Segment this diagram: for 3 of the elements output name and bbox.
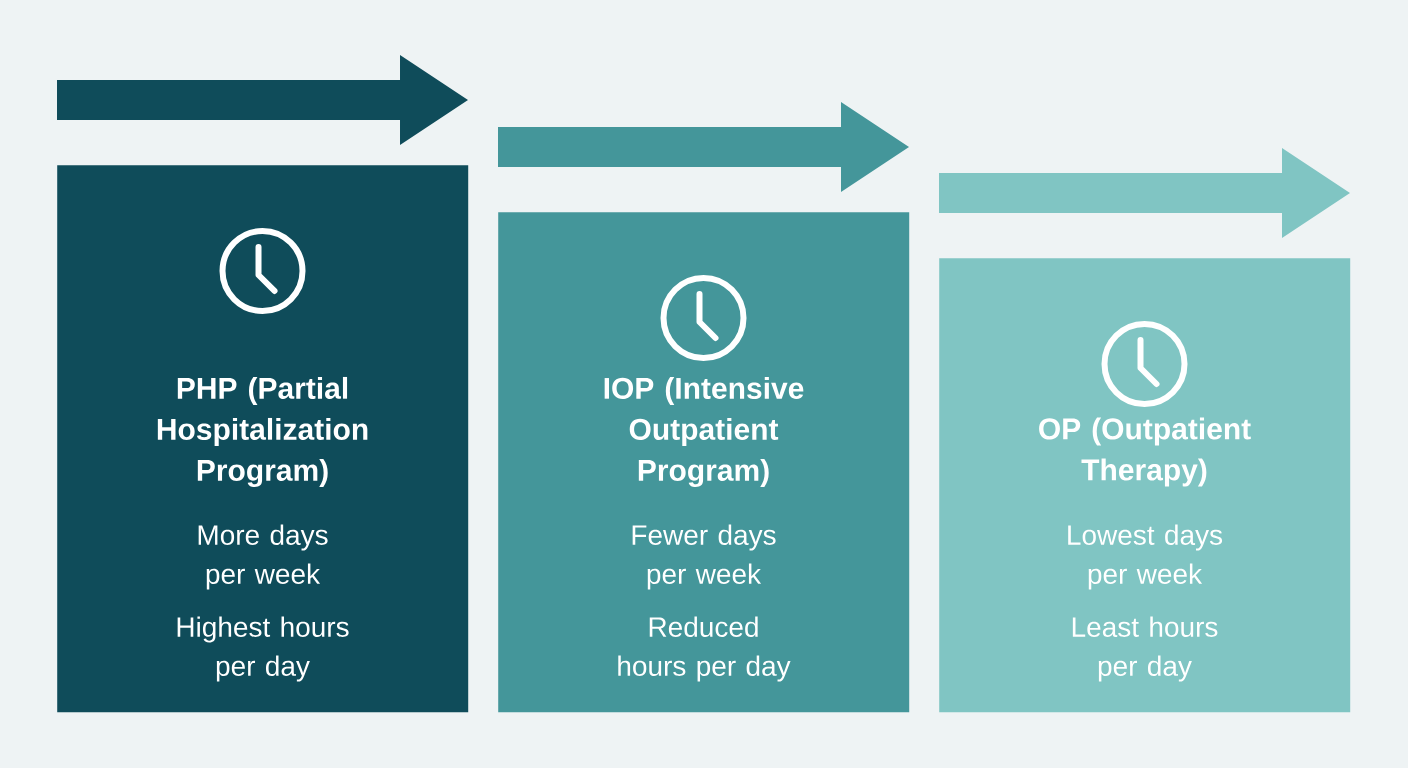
program-card: IOP (Intensive Outpatient Program) Fewer days per week Reduced hours per day [498,212,910,713]
program-card: PHP (Partial Hospitalization Program) More days per week Highest hours per day [57,165,469,713]
program-card: OP (Outpatient Therapy) Lowest days per week Least hours per day [939,258,1351,713]
